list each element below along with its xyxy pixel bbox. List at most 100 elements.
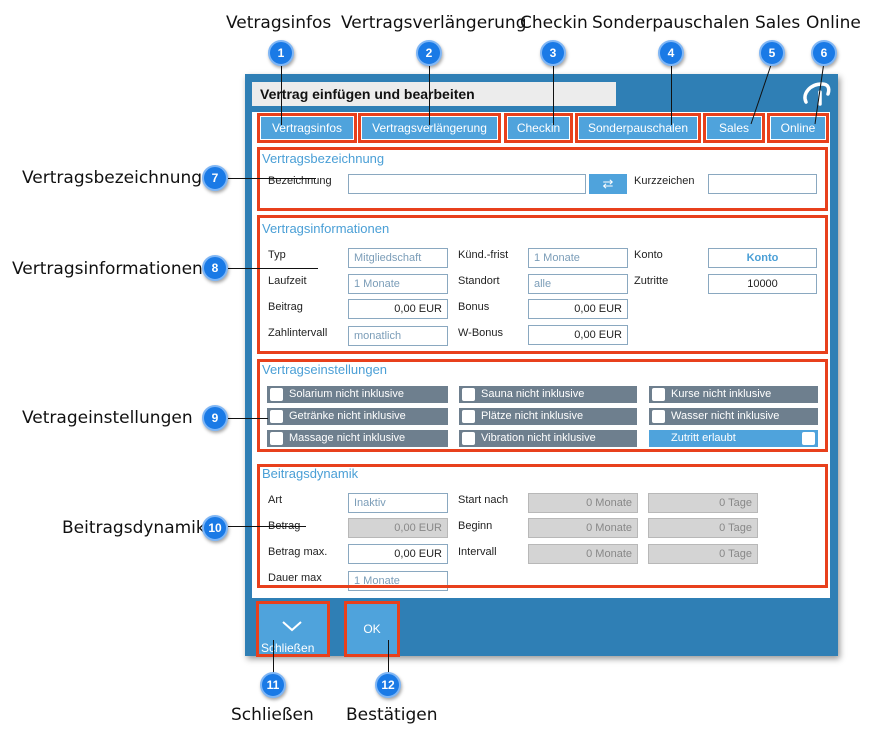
- check-plaetze[interactable]: Plätze nicht inklusive: [459, 408, 637, 425]
- callout-label-vertragsbezeichnung: Vertragsbezeichnung: [22, 168, 203, 188]
- checkbox-icon: [652, 410, 665, 423]
- highlight-section-vertragsinformationen: [257, 215, 828, 354]
- bezeichnung-input[interactable]: [348, 174, 586, 194]
- callout-badge-3: 3: [540, 40, 566, 66]
- konto-button[interactable]: Konto: [708, 248, 817, 268]
- zahlintervall-field[interactable]: monatlich: [348, 326, 448, 346]
- highlight-tab-vertragsinfos: [257, 113, 357, 143]
- checkbox-icon: [270, 388, 283, 401]
- bonus-input[interactable]: 0,00 EUR: [528, 299, 628, 319]
- checkbox-icon: [462, 432, 475, 445]
- highlight-ok-button: [344, 601, 400, 657]
- checkbox-icon: [652, 388, 665, 401]
- chevron-down-icon: [282, 621, 302, 632]
- check-label: Vibration nicht inklusive: [481, 432, 596, 444]
- check-label: Massage nicht inklusive: [289, 432, 406, 444]
- highlight-tab-checkin: [504, 113, 573, 143]
- intervall-months-field: 0 Monate: [528, 544, 638, 564]
- start-months-field: 0 Monate: [528, 493, 638, 513]
- zutritte-input[interactable]: 10000: [708, 274, 817, 294]
- toggle-knob-icon: [802, 432, 815, 445]
- callout-badge-10: 10: [202, 515, 228, 541]
- label-dauer-max: Dauer max: [268, 572, 322, 584]
- laufzeit-field[interactable]: 1 Monate: [348, 274, 448, 294]
- callout-label-beitragsdynamik: Beitragsdynamik: [62, 518, 206, 538]
- check-label: Wasser nicht inklusive: [671, 410, 780, 422]
- tab-sonderpauschalen[interactable]: Sonderpauschalen: [579, 117, 697, 139]
- highlight-tab-sales: [703, 113, 765, 143]
- tab-online[interactable]: Online: [771, 117, 825, 139]
- close-button[interactable]: Schließen: [257, 603, 328, 655]
- kurzzeichen-input[interactable]: [708, 174, 817, 194]
- callout-label-online: Online: [806, 13, 861, 33]
- callout-badge-6: 6: [811, 40, 837, 66]
- ok-button[interactable]: OK: [345, 603, 399, 655]
- check-solarium[interactable]: Solarium nicht inklusive: [267, 386, 448, 403]
- callout-label-vertragsverlaengerung: Vertragsverlängerung: [341, 13, 527, 33]
- typ-field[interactable]: Mitgliedschaft: [348, 248, 448, 268]
- section-title-vertragsinformationen: Vertragsinformationen: [262, 221, 390, 236]
- check-label: Solarium nicht inklusive: [289, 388, 404, 400]
- dialog-title: Vertrag einfügen und bearbeiten: [260, 86, 475, 102]
- toggle-zutritt-erlaubt[interactable]: Zutritt erlaubt: [649, 430, 818, 447]
- callout-label-vertragsinformationen: Vertragsinformationen: [12, 259, 203, 279]
- check-label: Getränke nicht inklusive: [289, 410, 406, 422]
- callout-badge-11: 11: [260, 672, 286, 698]
- callout-badge-12: 12: [375, 672, 401, 698]
- check-wasser[interactable]: Wasser nicht inklusive: [649, 408, 818, 425]
- swap-button[interactable]: ⇄: [589, 174, 627, 194]
- check-vibration[interactable]: Vibration nicht inklusive: [459, 430, 637, 447]
- leader-line: [388, 640, 389, 674]
- section-title-vertragseinstellungen: Vertragseinstellungen: [262, 362, 388, 377]
- highlight-tab-sonderpauschalen: [575, 113, 701, 143]
- check-sauna[interactable]: Sauna nicht inklusive: [459, 386, 637, 403]
- wbonus-input[interactable]: 0,00 EUR: [528, 325, 628, 345]
- tab-sales[interactable]: Sales: [707, 117, 761, 139]
- check-getraenke[interactable]: Getränke nicht inklusive: [267, 408, 448, 425]
- leader-line-diagonal: [750, 61, 825, 125]
- label-konto: Konto: [634, 249, 663, 261]
- swap-icon: ⇄: [602, 176, 614, 191]
- kuendfrist-field[interactable]: 1 Monate: [528, 248, 628, 268]
- callout-label-checkin: Checkin: [520, 13, 588, 33]
- callout-badge-9: 9: [202, 405, 228, 431]
- label-bonus: Bonus: [458, 301, 490, 313]
- label-beginn: Beginn: [458, 520, 493, 532]
- callout-badge-1: 1: [268, 40, 294, 66]
- label-standort: Standort: [458, 275, 500, 287]
- callout-badge-4: 4: [658, 40, 684, 66]
- label-zutritte: Zutritte: [634, 275, 669, 287]
- checkbox-icon: [270, 432, 283, 445]
- label-kuendfrist: Künd.-frist: [458, 249, 509, 261]
- leader-line: [671, 62, 672, 125]
- check-massage[interactable]: Massage nicht inklusive: [267, 430, 448, 447]
- leader-line: [429, 62, 430, 125]
- highlight-section-vertragseinstellungen: [257, 359, 828, 452]
- start-days-field: 0 Tage: [648, 493, 758, 513]
- label-wbonus: W-Bonus: [458, 327, 504, 339]
- leader-line: [553, 62, 554, 125]
- callout-badge-2: 2: [416, 40, 442, 66]
- standort-field[interactable]: alle: [528, 274, 628, 294]
- leader-line: [228, 178, 316, 179]
- tab-vertragsinfos[interactable]: Vertragsinfos: [261, 117, 353, 139]
- check-kurse[interactable]: Kurse nicht inklusive: [649, 386, 818, 403]
- callout-label-vetragsinfos: Vetragsinfos: [226, 13, 332, 33]
- art-field[interactable]: Inaktiv: [348, 493, 448, 513]
- checkbox-icon: [270, 410, 283, 423]
- highlight-close-button: [256, 601, 330, 657]
- callout-label-vetrageinstellungen: Vetrageinstellungen: [22, 408, 193, 428]
- highlight-section-vertragsbezeichnung: [257, 147, 828, 211]
- check-label: Zutritt erlaubt: [671, 432, 736, 444]
- beginn-months-field: 0 Monate: [528, 518, 638, 538]
- callout-badge-5: 5: [759, 40, 785, 66]
- check-label: Sauna nicht inklusive: [481, 388, 585, 400]
- leader-line: [228, 526, 306, 527]
- tab-vertragsverlaengerung[interactable]: Vertragsverlängerung: [362, 117, 497, 139]
- beitrag-input[interactable]: 0,00 EUR: [348, 299, 448, 319]
- betrag-max-input[interactable]: 0,00 EUR: [348, 544, 448, 564]
- leader-line: [281, 62, 282, 125]
- label-zahlintervall: Zahlintervall: [268, 327, 328, 339]
- label-laufzeit: Laufzeit: [268, 275, 307, 287]
- betrag-field: 0,00 EUR: [348, 518, 448, 538]
